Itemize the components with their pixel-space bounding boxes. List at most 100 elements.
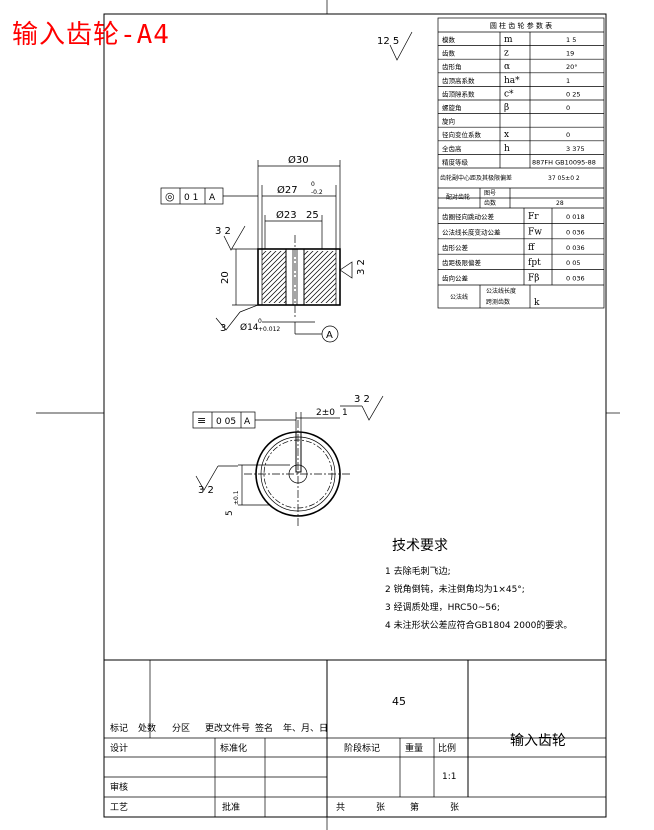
tolerance-name: 公法线长度变动公差 [442,227,501,236]
sheet-border [103,13,607,818]
param-name: 径向变位系数 [442,130,482,139]
tolerance-name: 齿形公差 [442,243,469,252]
tolerance-symbol: ff [528,243,535,253]
section-hatch-right [304,251,336,303]
revision-header: 签名 [255,722,273,734]
gear-parameter-table: 圆 柱 齿 轮 参 数 表 齿轮副中心距及其极限偏差 37 05±0 2 配对齿… [437,17,605,309]
part-name: 输入齿轮 [510,733,566,749]
section-hatch-left [262,251,286,303]
technical-requirements: 技术要求 1 去除毛刺飞边; 2 锐角倒钝，未注倒角均为1×45°; 3 经调质… [385,538,572,631]
param-value: 0 [566,131,570,139]
drawing-title-overlay: 输入齿轮-A4 [12,20,170,50]
sheet-no-label: 第 [410,801,419,813]
finish-left-upper: 3 2 [215,225,246,251]
common-normal-label: 公法线 [450,293,468,301]
tech-req-item: 3 经调质处理，HRC50~56; [385,601,500,613]
param-symbol: c* [504,89,514,99]
gdt-symmetry-frame: ≡ 0 05 A [192,411,296,429]
tolerance-symbol: Fr [528,212,539,222]
dim-bore-tol-upper: 0 [258,318,262,325]
process-label: 工艺 [110,802,128,813]
dim-keyway-width: 2±0 [316,408,335,418]
finish-keyway: 3 2 [340,394,384,421]
span-teeth-symbol: k [534,298,540,308]
dim-keyway-count: 1 [342,408,348,418]
finish-left-bottom: 3 [215,304,259,334]
dim-27-tol-lower: -0.2 [311,189,323,196]
revision-header: 分区 [172,723,190,734]
param-symbol: m [504,35,513,45]
param-symbol: z [504,49,509,59]
tolerance-value: 0 018 [566,213,585,221]
pair-drawing-label: 图号 [484,190,496,197]
surface-finish-top-value: 12 5 [377,36,399,47]
tech-req-item: 1 去除毛刺飞边; [385,565,451,577]
tech-req-item: 2 锐角倒钝，未注倒角均为1×45°; [385,583,525,595]
gdt-runout-value: 0 1 [184,193,198,203]
finish-right-mid: 3 2 [339,259,367,279]
dim-27-tol-upper: 0 [311,181,315,188]
param-value: 887FH GB10095-88 [532,158,596,166]
span-teeth-label: 跨测齿数 [486,298,510,306]
title-block: 45 输入齿轮 标记处数分区更改文件号签名年、月、日 设计 标准化 阶段标记 重… [104,659,606,817]
param-value: 0 25 [566,90,580,98]
mating-distance-value: 37 05±0 2 [548,175,580,182]
param-symbol: h [504,144,510,154]
param-name: 齿顶高系数 [442,76,475,85]
tolerance-name: 齿距极限偏差 [442,258,482,267]
dim-bore-tol-lower: +0.012 [258,326,280,333]
gear-side-view: 2±0 1 3 2 ≡ 0 05 A 5 ±0.1 3 2 [192,394,384,528]
datum-a-label: A [326,330,333,341]
param-value: 0 [566,104,570,112]
param-table-header: 圆 柱 齿 轮 参 数 表 [490,21,552,30]
standardization-label: 标准化 [220,742,247,754]
tolerance-symbol: Fβ [528,274,539,284]
param-symbol: α [504,62,510,72]
gdt-symmetry-value: 0 05 [216,417,236,427]
tolerance-name: 齿向公差 [442,274,469,283]
dim-length-25: 25 [306,210,319,221]
pair-teeth-value: 28 [556,200,564,207]
runout-icon: ◎ [165,190,175,203]
revision-header: 年、月、日 [283,722,328,734]
svg-text:3 2: 3 2 [354,394,370,405]
revision-header: 更改文件号 [205,722,250,734]
symmetry-icon: ≡ [197,414,206,427]
param-symbol: ha* [504,76,520,86]
datum-a-circle [321,325,339,343]
gdt-symmetry-datum: A [244,417,251,427]
scale-label: 比例 [438,742,456,754]
param-name: 螺旋角 [442,103,462,112]
tolerance-name: 齿圈径向跳动公差 [442,212,495,221]
review-label: 审核 [110,781,128,793]
param-name: 齿顶隙系数 [442,89,475,98]
param-name: 全齿高 [442,144,462,153]
tolerance-value: 0 036 [566,244,585,252]
finish-keyway-depth: 3 2 [195,465,238,496]
designer-label: 设计 [110,742,128,754]
gdt-runout-datum: A [209,193,216,203]
param-name: 旋向 [442,117,455,126]
revision-header: 处数 [138,722,156,734]
param-name: 齿形角 [442,62,462,71]
common-normal-length-label: 公法线长度 [486,287,516,295]
approve-label: 批准 [222,801,240,813]
param-name: 模数 [442,35,456,44]
param-name: 精度等级 [442,157,469,166]
tech-req-title: 技术要求 [392,538,448,554]
dim-diameter-27: Ø27 [277,184,298,196]
dim-keyway-depth: 5 [225,510,235,516]
gear-section-view: Ø30 Ø27 0 -0.2 Ø23 25 20 ◎ 0 1 A 3 2 3 2 [160,154,367,343]
param-symbol: β [504,103,509,113]
revision-header: 标记 [110,722,128,734]
param-value: 1 5 [566,36,576,44]
mating-distance-label: 齿轮副中心距及其极限偏差 [440,174,512,182]
param-value: 20° [566,63,578,71]
material-value: 45 [392,695,406,708]
sheet-unit-label: 张 [450,802,459,813]
tech-req-item: 4 未注形状公差应符合GB1804 2000的要求。 [385,619,572,631]
dim-diameter-30: Ø30 [288,154,309,166]
tolerance-symbol: fpt [528,258,541,268]
dim-diameter-23: Ø23 [276,209,297,221]
